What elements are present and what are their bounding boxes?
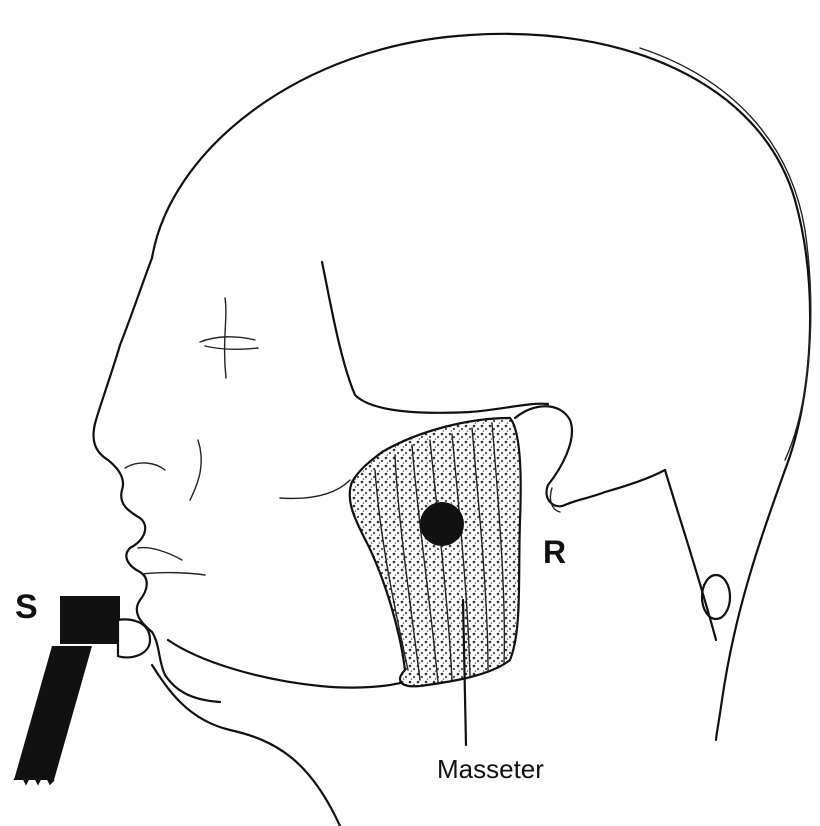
cheek-line (280, 480, 350, 498)
upper-lip (138, 548, 182, 560)
jaw-line (168, 640, 410, 688)
recording-label: R (543, 534, 566, 571)
scalp-line (640, 48, 811, 460)
nostril (125, 463, 165, 470)
zygomatic-line (322, 262, 548, 413)
ear (515, 406, 665, 506)
neck-front (152, 665, 340, 826)
ear-lobe (550, 488, 560, 512)
eye-mark (200, 298, 258, 378)
masseter-label: Masseter (437, 754, 544, 785)
lower-lip (142, 573, 205, 575)
stimulus-label: S (15, 588, 38, 627)
cheek-crease (190, 440, 201, 500)
neck-landmark (702, 575, 730, 619)
recording-electrode (420, 502, 464, 546)
